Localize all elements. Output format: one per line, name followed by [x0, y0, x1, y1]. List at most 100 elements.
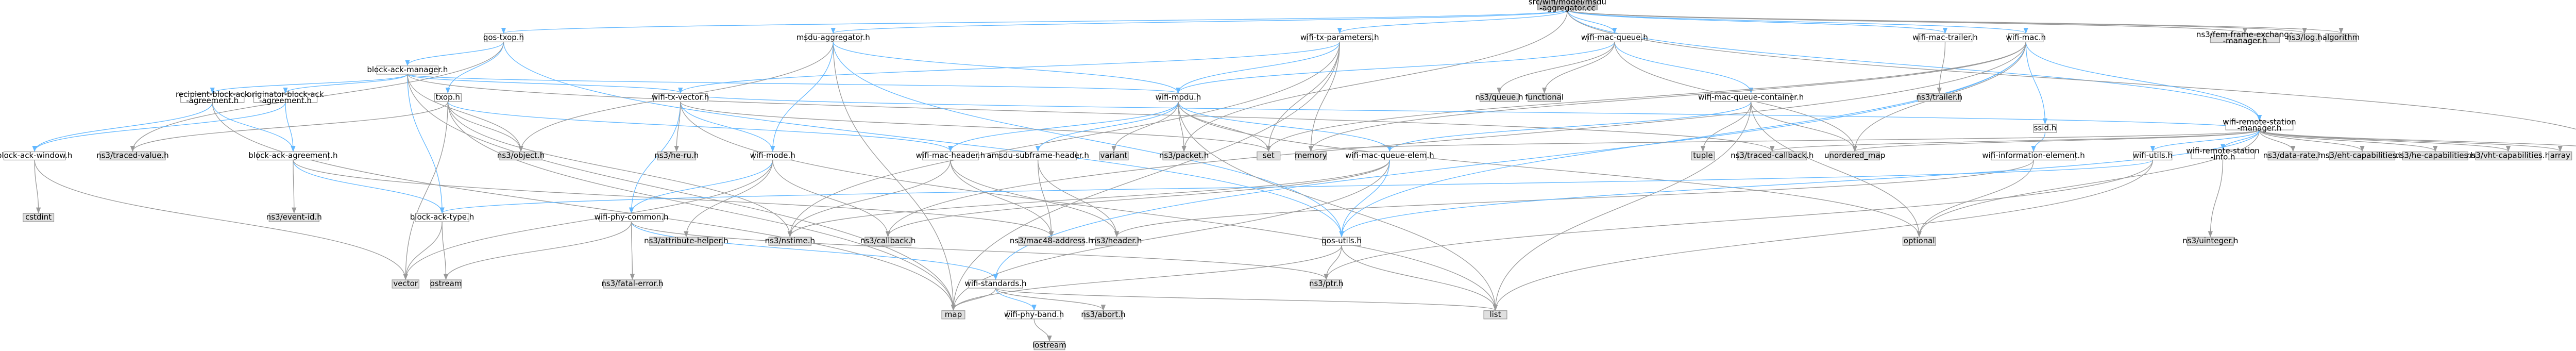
- node-wifi-mac-queue-container[interactable]: wifi-mac-queue-container.h: [1698, 92, 1804, 102]
- node-box: [2329, 151, 2396, 161]
- node-traced-callback: ns3/traced-callback.h: [1731, 151, 1814, 161]
- node-vector: vector: [392, 279, 419, 289]
- edge-msdu_agg-to-wifi_mpdu: [833, 42, 1181, 94]
- node-wifi-mac[interactable]: wifi-mac.h: [2006, 32, 2046, 42]
- edge-block_ack_type-to-ostream: [442, 222, 449, 280]
- node-label: originator-block-ack: [247, 90, 324, 99]
- node-wifi-phy-common[interactable]: wifi-phy-common.h: [595, 212, 669, 222]
- edge-block_ack_mgr-to-object: [407, 74, 523, 152]
- node-vht-cap: ns3/vht-capabilities.h: [2467, 151, 2550, 161]
- node-box: [2402, 151, 2468, 161]
- node-label: ns3/ptr.h: [1309, 279, 1343, 288]
- edge-wifi_phy_common-to-ptr: [631, 221, 1329, 280]
- node-label: ssid.h: [2034, 123, 2057, 132]
- node-label: ns3/object.h: [497, 151, 545, 160]
- node-algorithm: algorithm: [2323, 32, 2360, 42]
- node-label: wifi-phy-band.h: [1004, 310, 1064, 319]
- node-box: [1307, 33, 1373, 42]
- node-wifi-remote-si[interactable]: wifi-remote-station-info.h: [2186, 146, 2259, 162]
- node-box: [1033, 341, 1065, 350]
- edge-amsdu_subframe-to-mac48: [1037, 160, 1054, 238]
- node-label: block-ack-window.h: [0, 151, 72, 160]
- node-box: [2325, 33, 2357, 42]
- node-wifi-mac-trailer[interactable]: wifi-mac-trailer.h: [1912, 32, 1978, 42]
- node-label: unordered_map: [1824, 151, 1885, 160]
- node-box: [999, 151, 1077, 161]
- edge-wifi_mac_queue_container-to-optional: [1751, 102, 1922, 238]
- node-label: ns3/log.h: [2287, 32, 2323, 42]
- node-originator-ba[interactable]: originator-block-ack-agreement.h: [247, 90, 324, 105]
- node-wifi-mac-header[interactable]: wifi-mac-header.h: [916, 151, 986, 161]
- node-box: [484, 33, 523, 42]
- node-wifi-tx-vector[interactable]: wifi-tx-vector.h: [652, 92, 709, 102]
- node-box: [805, 33, 862, 42]
- node-block-ack-mgr[interactable]: block-ack-manager.h: [367, 65, 448, 75]
- node-block-ack-window[interactable]: block-ack-window.h: [0, 151, 72, 161]
- node-fatal-error: ns3/fatal-error.h: [601, 279, 664, 289]
- node-box: [1918, 33, 1973, 42]
- node-mac48: ns3/mac48-address.h: [1010, 236, 1093, 246]
- node-txop[interactable]: txop.h: [434, 92, 462, 102]
- edge-wifi_utils-to-ptr: [1324, 160, 2154, 280]
- node-box: [1479, 93, 1519, 102]
- node-wifi-mac-queue-elem[interactable]: wifi-mac-queue-elem.h: [1345, 151, 1434, 161]
- edge-wifi_mac_queue-to-wifi_mac_queue_container: [1614, 42, 1754, 94]
- node-ssid[interactable]: ssid.h: [2033, 123, 2057, 133]
- node-box: [2475, 151, 2541, 161]
- node-amsdu-subframe[interactable]: amsdu-subframe-header.h: [987, 151, 1089, 161]
- node-box: [2191, 149, 2255, 159]
- node-label: algorithm: [2323, 32, 2360, 42]
- node-block-ack-agreement[interactable]: block-ack-agreement.h: [248, 151, 338, 161]
- node-trailer: ns3/trailer.h: [1916, 92, 1962, 102]
- edge-wifi_mac_header-to-nstime: [787, 160, 951, 238]
- node-label: ns3/header.h: [1092, 236, 1142, 245]
- node-box: [1737, 151, 1807, 161]
- node-recipient-ba[interactable]: recipient-block-ack-agreement.h: [176, 90, 249, 105]
- node-label: src/wifi/model/msdu: [1529, 0, 1606, 7]
- node-box: [2008, 33, 2044, 42]
- node-qos-utils[interactable]: qos-utils.h: [1321, 236, 1362, 246]
- node-box: [768, 237, 812, 246]
- node-traced-value: ns3/traced-value.h: [96, 151, 169, 161]
- node-block-ack-type[interactable]: block-ack-type.h: [410, 212, 474, 222]
- node-msdu-agg[interactable]: msdu-aggregator.h: [796, 32, 870, 42]
- node-box: [2033, 124, 2057, 133]
- edge-block_ack_window-to-vector: [34, 160, 408, 280]
- node-label: qos-utils.h: [1321, 236, 1362, 245]
- node-box: [2133, 151, 2173, 161]
- node-memory: memory: [1295, 151, 1327, 161]
- node-label: ns3/vht-capabilities.h: [2467, 151, 2550, 160]
- node-label: ns3/uinteger.h: [2182, 236, 2238, 245]
- edge-block_ack_mgr-to-map: [407, 74, 956, 311]
- node-box: [2548, 151, 2572, 161]
- node-wifi-remote-sm[interactable]: wifi-remote-station-manager.h: [2223, 117, 2296, 132]
- node-box: [1483, 310, 1507, 320]
- edge-wifi_remote_sm-to-he6_cap: [2259, 129, 2438, 152]
- node-label: variant: [1100, 151, 1127, 160]
- node-wifi-info-elem[interactable]: wifi-information-element.h: [1982, 151, 2085, 161]
- node-log: ns3/log.h: [2287, 32, 2323, 42]
- edge-wifi_mac_queue_container-to-wifi_mac_queue_elem: [1387, 102, 1752, 152]
- node-label: wifi-utils.h: [2133, 151, 2173, 160]
- edge-wifi_mpdu-to-set: [1178, 102, 1271, 152]
- node-wifi-mode[interactable]: wifi-mode.h: [750, 151, 795, 161]
- node-wifi-tx-params[interactable]: wifi-tx-parameters.h: [1300, 32, 1379, 42]
- node-wifi-standards[interactable]: wifi-standards.h: [965, 279, 1027, 289]
- edge-block_ack_type-to-vector: [403, 222, 443, 280]
- edge-wifi_tx_params-to-map: [951, 42, 1340, 311]
- node-wifi-mpdu[interactable]: wifi-mpdu.h: [1156, 92, 1201, 102]
- node-he-ru: ns3/he-ru.h: [654, 151, 699, 161]
- node-box: [1829, 151, 1880, 161]
- node-optional: optional: [1902, 236, 1936, 246]
- node-label: msdu-aggregator.h: [796, 32, 870, 42]
- node-wifi-utils[interactable]: wifi-utils.h: [2133, 151, 2173, 161]
- node-qos-txop[interactable]: qos-txop.h: [483, 32, 524, 42]
- node-box: [1352, 151, 1427, 161]
- edge-wifi_mpdu-to-wifi_mac_header: [948, 102, 1179, 152]
- node-wifi-phy-band[interactable]: wifi-phy-band.h: [1004, 310, 1064, 320]
- edge-wifi_mac-to-callback: [886, 42, 2026, 238]
- node-label: -aggregator.cc: [1539, 4, 1596, 13]
- edge-root-to-wifi_mac_queue: [1567, 10, 1617, 34]
- node-box: [1257, 151, 1281, 161]
- node-wifi-mac-queue[interactable]: wifi-mac-queue.h: [1581, 32, 1648, 42]
